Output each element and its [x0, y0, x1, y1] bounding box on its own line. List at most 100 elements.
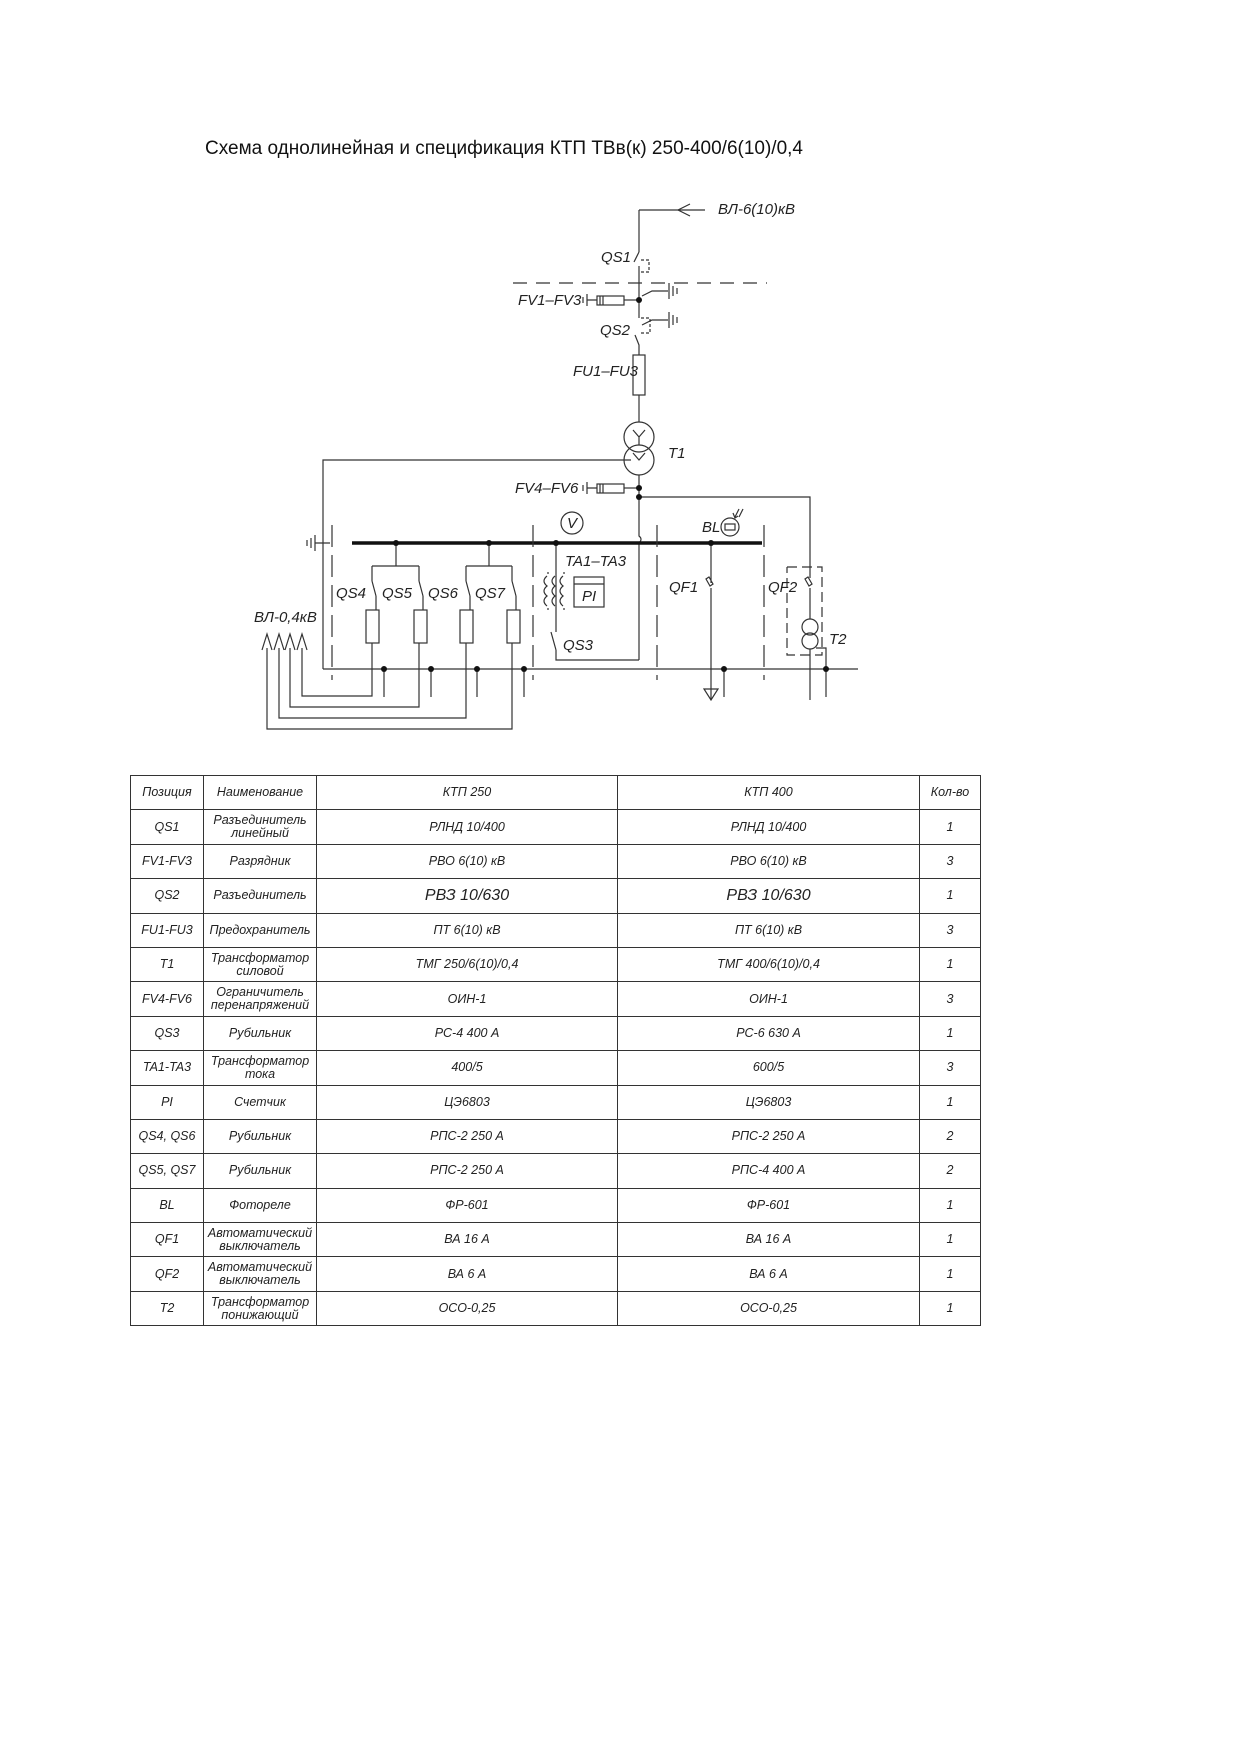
arrester-fv4-fv6 [582, 482, 639, 494]
cell-position: TA1-TA3 [130, 1050, 204, 1086]
cell-ktp400: РПС-4 400 А [617, 1153, 920, 1189]
cell-position: QS4, QS6 [130, 1118, 204, 1155]
cell-name: Ограничитель перенапряжений [203, 981, 317, 1017]
label-hv-line: ВЛ-6(10)кВ [718, 201, 795, 218]
cell-ktp250: ПТ 6(10) кВ [316, 912, 618, 948]
cell-ktp400: ОСО-0,25 [617, 1290, 920, 1327]
label-qs2: QS2 [600, 322, 631, 339]
header-qty: Кол-во [919, 774, 981, 811]
label-fv4: FV4–FV6 [515, 480, 579, 497]
cell-ktp250: ФР-601 [316, 1187, 618, 1224]
label-ta: TA1–TA3 [565, 553, 627, 570]
cell-position: QS2 [130, 878, 204, 914]
breaker-qf1 [702, 543, 720, 702]
cell-ktp400: ТМГ 400/6(10)/0,4 [617, 946, 920, 983]
cell-position: QS5, QS7 [130, 1153, 204, 1189]
cell-ktp250: ВА 6 А [316, 1256, 618, 1292]
cell-name: Фотореле [203, 1187, 317, 1224]
cell-qty: 2 [919, 1153, 981, 1189]
cell-ktp400: РВЗ 10/630 [617, 878, 920, 914]
cell-position: FV1-FV3 [130, 843, 204, 880]
feeder-switches [365, 566, 521, 644]
cell-position: T2 [130, 1290, 204, 1327]
cell-position: T1 [130, 946, 204, 983]
label-qs5: QS5 [382, 585, 413, 602]
lv-outgoing-arrows [261, 631, 308, 651]
cell-qty: 3 [919, 912, 981, 948]
cell-position: BL [130, 1187, 204, 1224]
cell-name: Автоматический выключатель [203, 1256, 317, 1292]
cell-qty: 3 [919, 981, 981, 1017]
cell-ktp400: РЛНД 10/400 [617, 809, 920, 845]
cell-ktp400: ОИН-1 [617, 981, 920, 1017]
cell-ktp400: ФР-601 [617, 1187, 920, 1224]
label-qs4: QS4 [336, 585, 366, 602]
cell-qty: 3 [919, 843, 981, 880]
cell-qty: 1 [919, 809, 981, 845]
label-qf1: QF1 [669, 579, 698, 596]
cell-name: Рубильник [203, 1153, 317, 1189]
cell-ktp250: ОСО-0,25 [316, 1290, 618, 1327]
cell-qty: 1 [919, 1256, 981, 1292]
cell-position: QF1 [130, 1222, 204, 1258]
table-header-row: Позиция Наименование КТП 250 КТП 400 Кол… [130, 774, 981, 811]
cell-ktp250: РВО 6(10) кВ [316, 843, 618, 880]
cell-position: QF2 [130, 1256, 204, 1292]
label-t2: T2 [829, 631, 847, 648]
cell-ktp250: ОИН-1 [316, 981, 618, 1017]
cell-name: Трансформатор силовой [203, 946, 317, 983]
arrester-fv1-fv3 [582, 294, 639, 306]
document-title: Схема однолинейная и спецификация КТП ТВ… [205, 138, 803, 159]
cell-qty: 1 [919, 1015, 981, 1052]
cell-ktp400: РС-6 630 А [617, 1015, 920, 1052]
cell-qty: 1 [919, 1084, 981, 1120]
current-transformers-ta1-ta3 [543, 572, 565, 610]
label-lv-line: ВЛ-0,4кВ [254, 609, 317, 626]
cell-name: Разъединитель [203, 878, 317, 914]
meter-pi [573, 576, 605, 608]
cell-ktp250: ТМГ 250/6(10)/0,4 [316, 946, 618, 983]
cell-ktp250: РПС-2 250 А [316, 1153, 618, 1189]
label-qs3: QS3 [563, 637, 594, 654]
voltmeter-icon [560, 511, 584, 535]
header-name: Наименование [203, 774, 317, 811]
photo-relay-bl [720, 508, 744, 537]
cell-name: Рубильник [203, 1118, 317, 1155]
cell-ktp250: РЛНД 10/400 [316, 809, 618, 845]
cell-ktp400: ПТ 6(10) кВ [617, 912, 920, 948]
cell-ktp250: ЦЭ6803 [316, 1084, 618, 1120]
single-line-diagram: ВЛ-6(10)кВ QS1 FV1–FV3 QS2 FU1–FU3 T1 FV… [254, 201, 858, 730]
header-ktp400: КТП 400 [617, 774, 920, 811]
label-bl: BL [702, 519, 720, 536]
cell-position: FU1-FU3 [130, 912, 204, 948]
cell-ktp400: ВА 16 А [617, 1222, 920, 1258]
junction-dots [381, 297, 829, 672]
label-qs7: QS7 [475, 585, 506, 602]
transformer-t2 [801, 618, 827, 700]
label-pi: PI [582, 588, 596, 605]
disconnector-qs1 [633, 251, 678, 300]
cell-ktp250: РС-4 400 А [316, 1015, 618, 1052]
cell-ktp250: ВА 16 А [316, 1222, 618, 1258]
cell-name: Разъединитель линейный [203, 809, 317, 845]
ground-icon [306, 535, 330, 551]
transformer-t1 [623, 421, 655, 476]
cell-ktp250: РПС-2 250 А [316, 1118, 618, 1155]
cell-ktp400: 600/5 [617, 1050, 920, 1086]
cell-position: QS3 [130, 1015, 204, 1052]
label-qs1: QS1 [601, 249, 631, 266]
cell-position: QS1 [130, 809, 204, 845]
cell-name: Трансформатор понижающий [203, 1290, 317, 1327]
